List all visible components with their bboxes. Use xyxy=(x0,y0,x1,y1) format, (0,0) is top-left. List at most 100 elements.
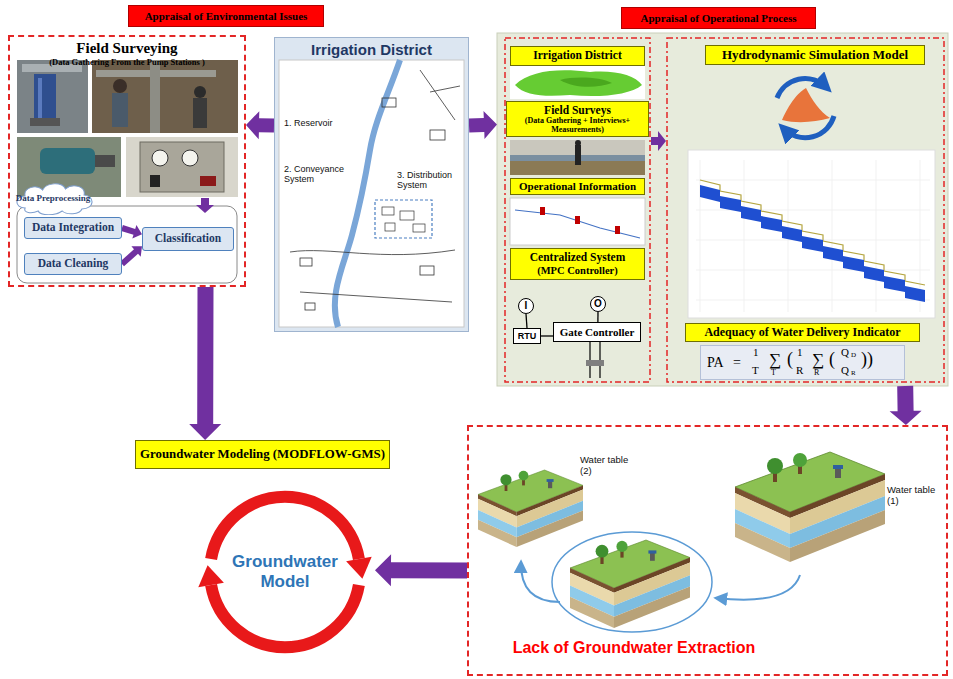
district-map xyxy=(510,66,645,99)
aquifer-block xyxy=(478,470,583,547)
node-text: D xyxy=(851,352,856,359)
process-box: Data Cleaning xyxy=(24,253,122,275)
flow-arrow xyxy=(120,246,142,266)
gate-structure xyxy=(586,360,604,366)
signal-line xyxy=(541,335,553,336)
node-text: Q xyxy=(841,347,849,358)
water-profile-chart xyxy=(688,150,935,318)
pump-station-photo xyxy=(112,93,128,127)
node-text: = xyxy=(733,356,741,370)
yellow-label: Operational Information xyxy=(510,178,645,195)
yellow-label: Centralized System(MPC Controller) xyxy=(510,248,645,280)
node-text: R xyxy=(796,365,803,376)
district-sketch xyxy=(290,250,455,255)
operation-sketch xyxy=(510,198,645,245)
cycle-arrow xyxy=(716,575,800,600)
section-banner: Appraisal of Environmental Issues xyxy=(128,5,324,27)
node-text: Q xyxy=(841,365,849,376)
district-panel: Irrigation District xyxy=(274,37,469,332)
water-profile-chart xyxy=(700,180,925,285)
dashed-panel: Field Surveying(Data Gathering From the … xyxy=(8,35,246,287)
operation-sketch xyxy=(615,226,620,234)
node-text: R xyxy=(851,370,856,377)
yellow-label: Field Surveys(Data Gathering + Interview… xyxy=(506,101,649,137)
district-sketch xyxy=(413,224,425,232)
district-sketch xyxy=(382,207,394,215)
cycle-arrow xyxy=(521,562,560,602)
node-text: Gate Controller xyxy=(560,326,635,339)
outline-part xyxy=(198,565,224,587)
outline-part xyxy=(211,585,359,647)
operation-sketch xyxy=(510,198,645,245)
panel-background xyxy=(17,33,948,386)
operation-sketch xyxy=(540,207,545,215)
node-text: PA xyxy=(707,356,724,370)
district-sketch xyxy=(430,130,445,140)
process-box: Data Integration xyxy=(24,217,122,239)
pump-station-photo xyxy=(92,60,238,133)
flow-arrow xyxy=(189,287,221,440)
aquifer-block xyxy=(478,452,885,628)
matlab-logo xyxy=(782,88,830,122)
signal-circle: I xyxy=(518,298,534,314)
node-text: ∑ xyxy=(812,351,824,368)
outline-part xyxy=(346,557,372,579)
map-label: Water table (1) xyxy=(887,485,943,507)
node-text: T xyxy=(771,369,776,377)
pump-station-photo xyxy=(150,60,160,133)
node-text: R xyxy=(814,369,819,377)
node-text: Lack of Groundwater Extraction xyxy=(494,639,774,657)
water-profile-chart xyxy=(700,185,925,302)
map-label: 3. Distribution System xyxy=(397,170,463,191)
flow-arrow xyxy=(196,198,214,213)
rtu-box: RTU xyxy=(513,328,541,344)
node-text: (Data Gathering From the Pump Stations ) xyxy=(10,58,244,68)
pump-station-photo xyxy=(182,150,198,166)
signal-line xyxy=(597,312,598,322)
matlab-logo xyxy=(784,116,834,138)
flow-arrow xyxy=(469,111,497,139)
node-text: RTU xyxy=(518,332,537,341)
flow-arrow xyxy=(375,554,467,586)
flow-arrow xyxy=(890,386,922,425)
node-text: T xyxy=(752,365,759,376)
node-text: Data Cleaning xyxy=(38,257,109,270)
district-map xyxy=(560,78,612,87)
matlab-logo xyxy=(777,79,834,138)
pump-station-photo xyxy=(140,142,224,192)
yellow-label: Irrigation District xyxy=(510,46,645,66)
node-text: I xyxy=(525,301,528,311)
node-text: Operational Information xyxy=(519,180,636,193)
district-sketch xyxy=(400,211,414,220)
node-text: (Data Gathering + Interviews+ Measuremen… xyxy=(507,117,648,135)
cycle-arrow xyxy=(521,562,800,602)
outline-part xyxy=(16,184,91,215)
pump-station-photo xyxy=(200,176,216,186)
aquifer-block xyxy=(735,452,885,562)
node-text: Data Integration xyxy=(32,221,114,234)
aquifer-block xyxy=(570,540,690,628)
pump-station-photo xyxy=(126,137,238,197)
gate-structure xyxy=(586,342,604,378)
outline-part xyxy=(211,497,359,559)
district-map xyxy=(515,70,642,96)
district-map xyxy=(510,66,645,99)
district-sketch xyxy=(335,60,400,327)
map-label: 1. Reservoir xyxy=(284,118,346,128)
cloud-shape: Data Preprocessing xyxy=(12,182,95,215)
node-text: Field Surveys xyxy=(544,104,611,117)
node-text: ( xyxy=(787,350,793,368)
district-sketch xyxy=(300,292,452,302)
pump-station-photo xyxy=(150,175,160,187)
node-text: Appraisal of Environmental Issues xyxy=(145,10,308,23)
survey-photo xyxy=(575,140,581,146)
node-text: Groundwater Model xyxy=(225,552,345,591)
survey-photo xyxy=(575,145,581,165)
dashed-panel: Lack of Groundwater Extraction xyxy=(467,425,948,676)
panel-background xyxy=(274,37,469,332)
panel-background xyxy=(17,206,237,283)
survey-photo xyxy=(510,140,645,175)
process-panel: Appraisal of Operational ProcessIrrigati… xyxy=(497,7,948,386)
water-profile-chart xyxy=(688,150,935,318)
survey-photo xyxy=(510,140,645,175)
